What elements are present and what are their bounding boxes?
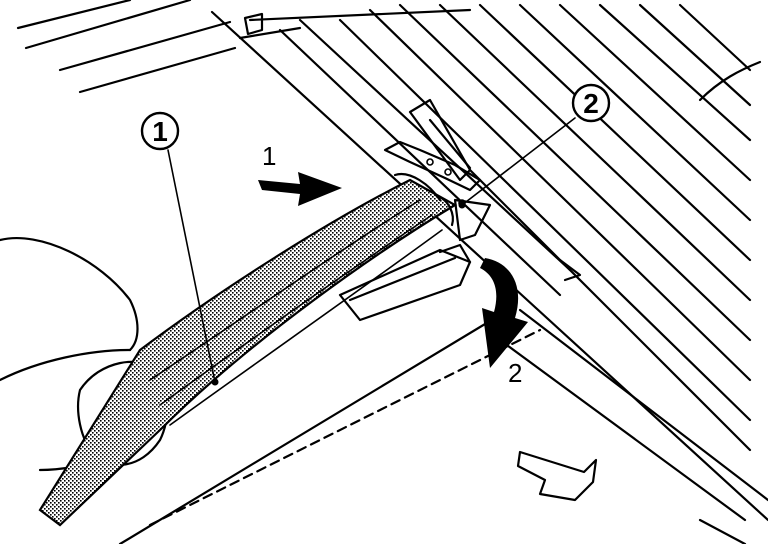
- callout-2: 2: [571, 83, 611, 123]
- leader-line-1: [167, 149, 216, 383]
- callout-2-label: 2: [583, 88, 599, 119]
- callout-1: 1: [140, 111, 180, 151]
- step-2-label: 2: [508, 358, 522, 388]
- lower-panel: [118, 308, 768, 544]
- callout-1-label: 1: [152, 116, 168, 147]
- step-1-label: 1: [262, 141, 276, 171]
- step-2-arrow: 2: [480, 258, 528, 388]
- leader-dot-2: [458, 201, 466, 209]
- upper-left-surface: [16, 0, 237, 94]
- direction-arrow-icon: [516, 450, 598, 502]
- leader-line-2: [461, 117, 576, 206]
- retaining-clip: [338, 98, 492, 322]
- leader-dot-1: [211, 378, 219, 386]
- step-1-arrow: 1: [258, 141, 342, 206]
- trim-strip: [38, 172, 458, 527]
